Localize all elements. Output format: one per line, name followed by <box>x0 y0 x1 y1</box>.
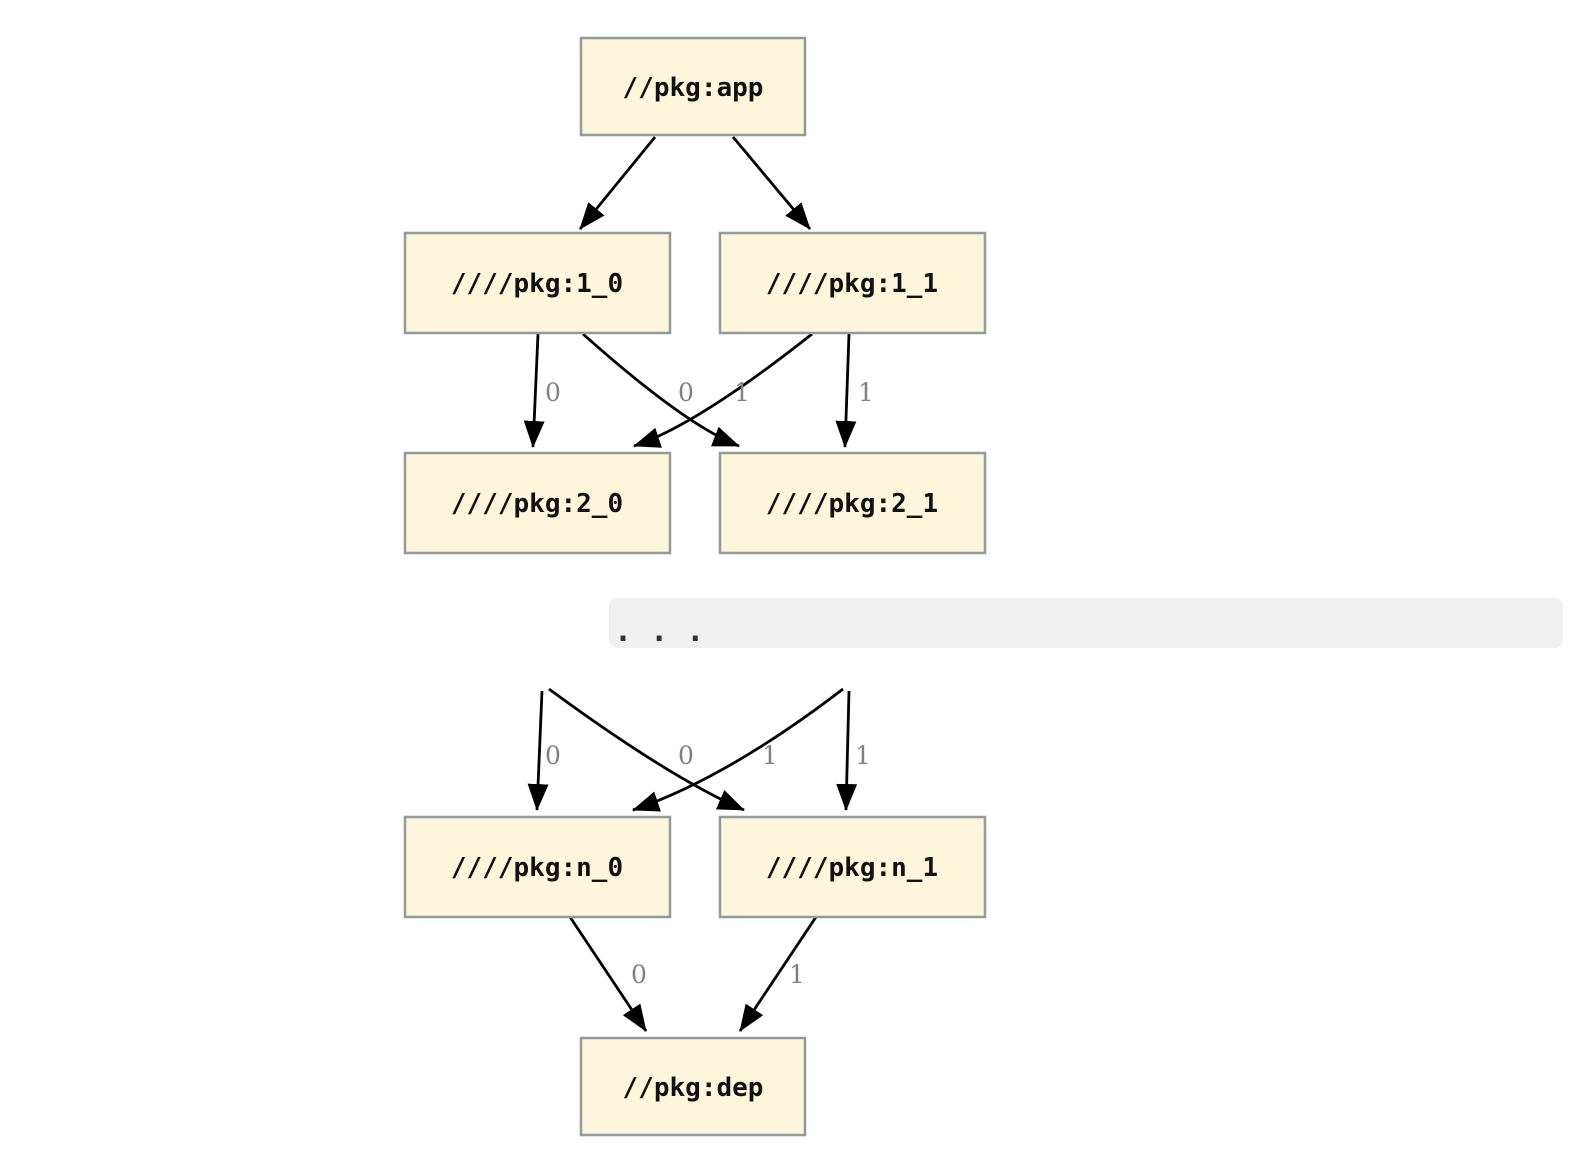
node-pkg-1_1: ////pkg:1_1 <box>718 231 987 335</box>
node-pkg-2_0-box <box>403 451 672 555</box>
collapsed-region-bar <box>609 598 1563 648</box>
node-pkg-n_1: ////pkg:n_1 <box>718 815 987 919</box>
edge-1_0-to-2_1 <box>582 332 740 448</box>
node-pkg-n_0-label: ////pkg:n_0 <box>451 853 623 883</box>
edge-label: 1 <box>734 378 750 407</box>
node-pkg-dep-label: //pkg:dep <box>623 1073 764 1103</box>
edge-label: 0 <box>631 960 647 989</box>
edge-n_0-to-dep <box>568 916 648 1032</box>
edge-label: 1 <box>855 741 871 770</box>
edge-app-to-1_1 <box>731 136 812 230</box>
edge-label: 1 <box>858 378 874 407</box>
edge-prev1-to-n_1 <box>836 690 858 811</box>
node-pkg-dep: //pkg:dep <box>579 1036 807 1137</box>
edge-1_0-to-2_0 <box>523 333 545 448</box>
node-pkg-app-box <box>579 36 807 137</box>
node-pkg-n_1-box <box>718 815 987 919</box>
node-pkg-n_0: ////pkg:n_0 <box>403 815 672 919</box>
node-pkg-1_0-label: ////pkg:1_0 <box>451 269 623 299</box>
edge-prev0-to-n_1 <box>548 687 745 812</box>
edge-label: 0 <box>678 741 694 770</box>
node-pkg-1_0: ////pkg:1_0 <box>403 231 672 335</box>
node-pkg-2_1-box <box>718 451 987 555</box>
node-pkg-1_1-label: ////pkg:1_1 <box>766 269 938 299</box>
node-pkg-1_0-box <box>403 231 672 335</box>
ellipsis-dots: . . . <box>614 614 704 649</box>
edge-prev1-to-n_0 <box>632 687 844 812</box>
edge-n_1-to-dep <box>738 916 818 1032</box>
edge-label: 0 <box>545 378 561 407</box>
edge-label: 1 <box>762 741 778 770</box>
edges-layer <box>523 136 858 1032</box>
node-pkg-app: //pkg:app <box>579 36 807 137</box>
edge-labels-layer: 0 0 1 1 0 0 1 1 0 1 <box>545 378 874 989</box>
edge-label: 0 <box>678 378 694 407</box>
node-pkg-n_0-box <box>403 815 672 919</box>
node-pkg-n_1-label: ////pkg:n_1 <box>766 853 938 883</box>
edge-1_1-to-2_1 <box>835 333 857 448</box>
nodes-layer: //pkg:app ////pkg:1_0 ////pkg:1_1 ////pk… <box>403 36 987 1137</box>
collapsed-region: . . . <box>609 598 1563 649</box>
node-pkg-2_1-label: ////pkg:2_1 <box>766 489 938 519</box>
node-pkg-2_0: ////pkg:2_0 <box>403 451 672 555</box>
node-pkg-1_1-box <box>718 231 987 335</box>
edge-app-to-1_0 <box>578 136 657 230</box>
node-pkg-dep-box <box>579 1036 807 1137</box>
node-pkg-app-label: //pkg:app <box>623 73 764 103</box>
node-pkg-2_1: ////pkg:2_1 <box>718 451 987 555</box>
edge-label: 0 <box>545 741 561 770</box>
edge-label: 1 <box>789 960 805 989</box>
node-pkg-2_0-label: ////pkg:2_0 <box>451 489 623 519</box>
edge-prev0-to-n_0 <box>527 690 549 811</box>
edge-1_1-to-2_0 <box>633 332 813 448</box>
